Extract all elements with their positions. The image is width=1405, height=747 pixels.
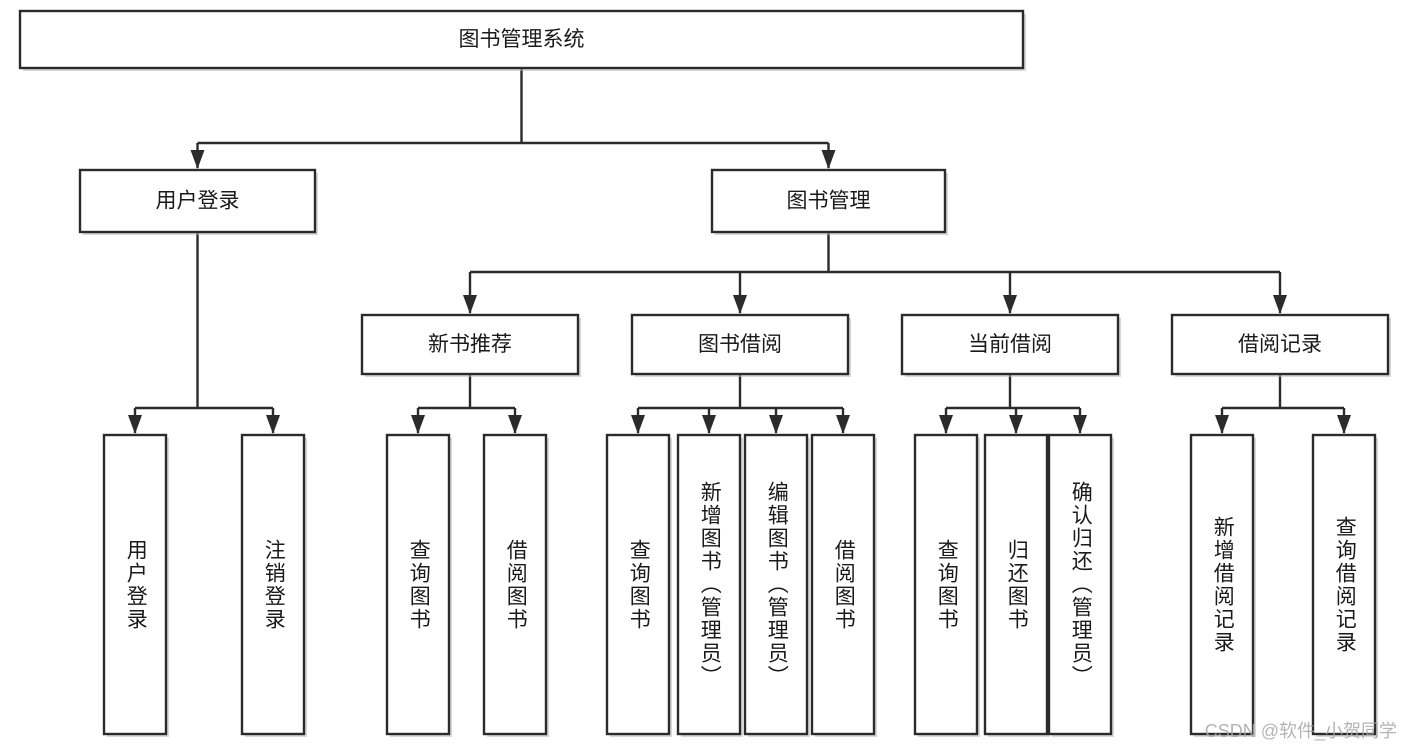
- leaf-当前借阅-arrow-2: [1073, 415, 1087, 434]
- watermark-text: CSDN @软件_小贺同学: [1204, 721, 1397, 741]
- node-label-l3-借阅记录: 借阅记录: [1238, 333, 1322, 356]
- node-box-l3-图书借阅[interactable]: [630, 313, 850, 376]
- node-box-l2-图书管理[interactable]: [710, 168, 947, 234]
- node-box-leaf-注销登录-1[interactable]: [240, 433, 306, 736]
- node-box-leaf-查询借阅记录-12[interactable]: [1311, 433, 1377, 736]
- leaf-当前借阅-arrow-1: [1009, 415, 1023, 434]
- node-box-l3-借阅记录[interactable]: [1170, 313, 1390, 376]
- node-box-leaf-用户登录-0[interactable]: [102, 433, 168, 736]
- leaf-图书借阅-arrow-2: [769, 415, 783, 434]
- node-label-l3-图书借阅: 图书借阅: [698, 333, 782, 356]
- leaf-新书推荐-arrow-1: [508, 415, 522, 434]
- node-box-l3-新书推荐[interactable]: [360, 313, 580, 376]
- node-box-layer: [18, 9, 1391, 737]
- leaf-用户登录-arrow-1: [266, 415, 280, 434]
- root-arrow-0: [190, 150, 205, 169]
- node-box-leaf-编辑图书管理员-6[interactable]: [743, 433, 809, 736]
- leaf-新书推荐-arrow-0: [411, 415, 425, 434]
- node-box-leaf-确认归还管理员-10[interactable]: [1047, 433, 1113, 736]
- node-box-leaf-新增图书管理员-5[interactable]: [676, 433, 742, 736]
- node-label-l2-用户登录: 用户登录: [156, 190, 240, 213]
- root-arrow-1: [821, 150, 836, 169]
- node-label-l3-新书推荐: 新书推荐: [428, 333, 512, 356]
- book-mgmt-arrow-2: [1003, 295, 1017, 314]
- leaf-图书借阅-arrow-0: [631, 415, 645, 434]
- node-box-leaf-归还图书-9[interactable]: [983, 433, 1049, 736]
- node-box-leaf-借阅图书-7[interactable]: [810, 433, 876, 736]
- node-label-l3-当前借阅: 当前借阅: [968, 333, 1052, 356]
- book-mgmt-arrow-0: [463, 295, 477, 314]
- book-mgmt-arrow-1: [733, 295, 747, 314]
- leaf-图书借阅-arrow-1: [702, 415, 716, 434]
- node-box-leaf-查询图书-8[interactable]: [913, 433, 979, 736]
- node-box-leaf-查询图书-2[interactable]: [385, 433, 451, 736]
- node-box-l2-用户登录[interactable]: [78, 168, 317, 234]
- leaf-借阅记录-arrow-0: [1215, 415, 1229, 434]
- node-box-leaf-查询图书-4[interactable]: [605, 433, 671, 736]
- leaf-图书借阅-arrow-3: [836, 415, 850, 434]
- node-label-图书管理系统-root: 图书管理系统: [459, 28, 585, 51]
- node-label-l2-图书管理: 图书管理: [787, 190, 871, 213]
- node-box-leaf-借阅图书-3[interactable]: [482, 433, 548, 736]
- leaf-用户登录-arrow-0: [128, 415, 142, 434]
- book-mgmt-arrow-3: [1273, 295, 1287, 314]
- node-box-leaf-新增借阅记录-11[interactable]: [1189, 433, 1255, 736]
- node-box-l3-当前借阅[interactable]: [900, 313, 1120, 376]
- node-box-图书管理系统-root[interactable]: [18, 9, 1025, 70]
- connector-layer: [128, 68, 1351, 434]
- leaf-当前借阅-arrow-0: [939, 415, 953, 434]
- leaf-借阅记录-arrow-1: [1337, 415, 1351, 434]
